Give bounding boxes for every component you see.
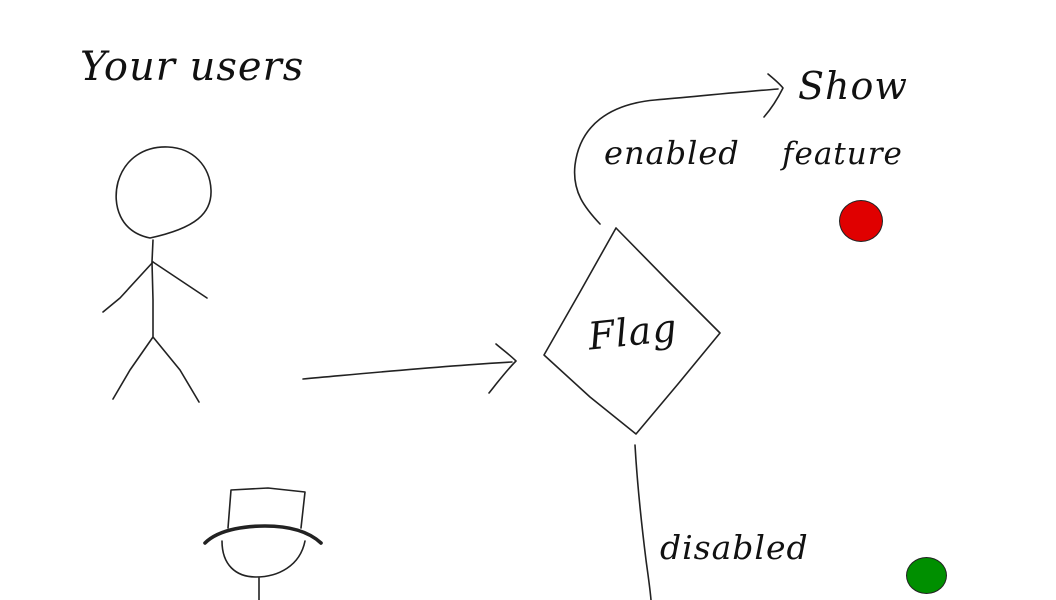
stick-figure-left-leg bbox=[112, 336, 154, 400]
your-users-label: Your users bbox=[80, 44, 305, 90]
feature-label: feature bbox=[782, 136, 903, 172]
disabled-label: disabled bbox=[660, 528, 809, 567]
stick-figure-left-arm bbox=[102, 261, 154, 313]
arrow-user-to-flag bbox=[302, 343, 517, 394]
enabled-branch-arrow bbox=[573, 73, 784, 225]
hat-brim bbox=[203, 524, 323, 545]
disabled-branch-line bbox=[634, 444, 652, 600]
stick-figure-body bbox=[151, 239, 154, 337]
flag-label: Flag bbox=[585, 305, 680, 359]
hat-crown bbox=[227, 487, 306, 529]
flag-decision-diamond bbox=[543, 227, 721, 435]
stick-figure-head bbox=[115, 146, 212, 239]
enabled-label: enabled bbox=[604, 134, 740, 172]
stick-figure-user bbox=[102, 146, 212, 403]
stick-figure-right-arm bbox=[152, 261, 208, 299]
enabled-status-dot bbox=[839, 200, 883, 242]
hat-figure-head bbox=[221, 540, 306, 578]
stick-figure-right-leg bbox=[152, 336, 200, 403]
disabled-status-dot bbox=[906, 557, 947, 594]
show-label: Show bbox=[798, 64, 908, 108]
hat-figure-user bbox=[203, 487, 323, 600]
